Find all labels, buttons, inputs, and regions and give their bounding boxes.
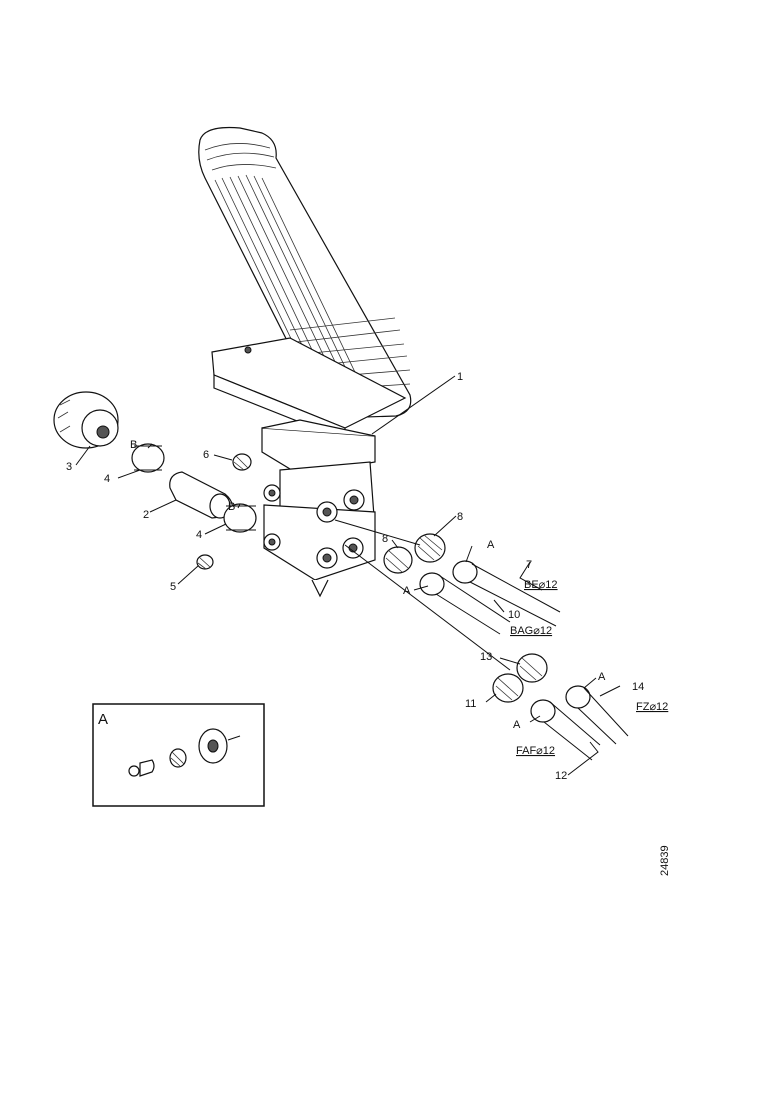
label-12: 12 (555, 770, 567, 782)
part-13-fitting (516, 653, 548, 683)
part-4-clamp-lower (223, 503, 257, 533)
pipe-faf (530, 699, 601, 761)
label-a-4: A (513, 719, 521, 731)
label-11: 11 (465, 698, 476, 710)
inset-frame (92, 703, 265, 807)
label-a-1: A (487, 539, 495, 551)
label-4-lower: 4 (196, 529, 202, 541)
label-10: 10 (508, 609, 520, 621)
label-a-2: A (403, 585, 411, 597)
part-5-plug (196, 554, 214, 570)
label-13: 13 (480, 651, 492, 663)
label-6: 6 (203, 449, 209, 461)
part-labels: 1 2 3 4 4 5 6 7 8 8 10 11 12 13 14 A A A… (66, 371, 668, 782)
label-8-lower: 8 (382, 533, 388, 545)
label-a-3: A (598, 671, 606, 683)
label-1: 1 (457, 371, 463, 383)
drawing-number: 24839 (659, 845, 671, 876)
pipe-fz (565, 685, 629, 745)
label-pipe-faf: FAF⌀12 (516, 745, 555, 757)
pipe-bag (419, 572, 511, 635)
label-5: 5 (170, 581, 176, 593)
pipe-be (452, 560, 561, 627)
label-b-2: B (228, 501, 235, 513)
part-11-fitting (492, 673, 524, 703)
label-b-1: B (130, 439, 137, 451)
label-7: 7 (526, 559, 532, 571)
label-2: 2 (143, 509, 149, 521)
label-pipe-fz: FZ⌀12 (636, 701, 668, 713)
part-6-plug (232, 453, 252, 471)
part-4-clamp-upper (131, 443, 165, 473)
leader-lines (75, 375, 621, 776)
part-3-nut (53, 391, 119, 449)
label-8-upper: 8 (457, 511, 463, 523)
part-8-fitting-lower (383, 546, 413, 574)
label-pipe-be: BE⌀12 (524, 579, 558, 591)
inset-label: A (98, 711, 108, 728)
label-pipe-bag: BAG⌀12 (510, 625, 552, 637)
inset-parts (128, 728, 241, 777)
label-3: 3 (66, 461, 72, 473)
valve-body (261, 419, 376, 598)
label-14: 14 (632, 681, 644, 693)
part-8-fitting-upper (414, 533, 446, 563)
label-4-upper: 4 (104, 473, 110, 485)
part-2-hose (169, 471, 233, 519)
inset-detail-a: A (92, 703, 265, 807)
